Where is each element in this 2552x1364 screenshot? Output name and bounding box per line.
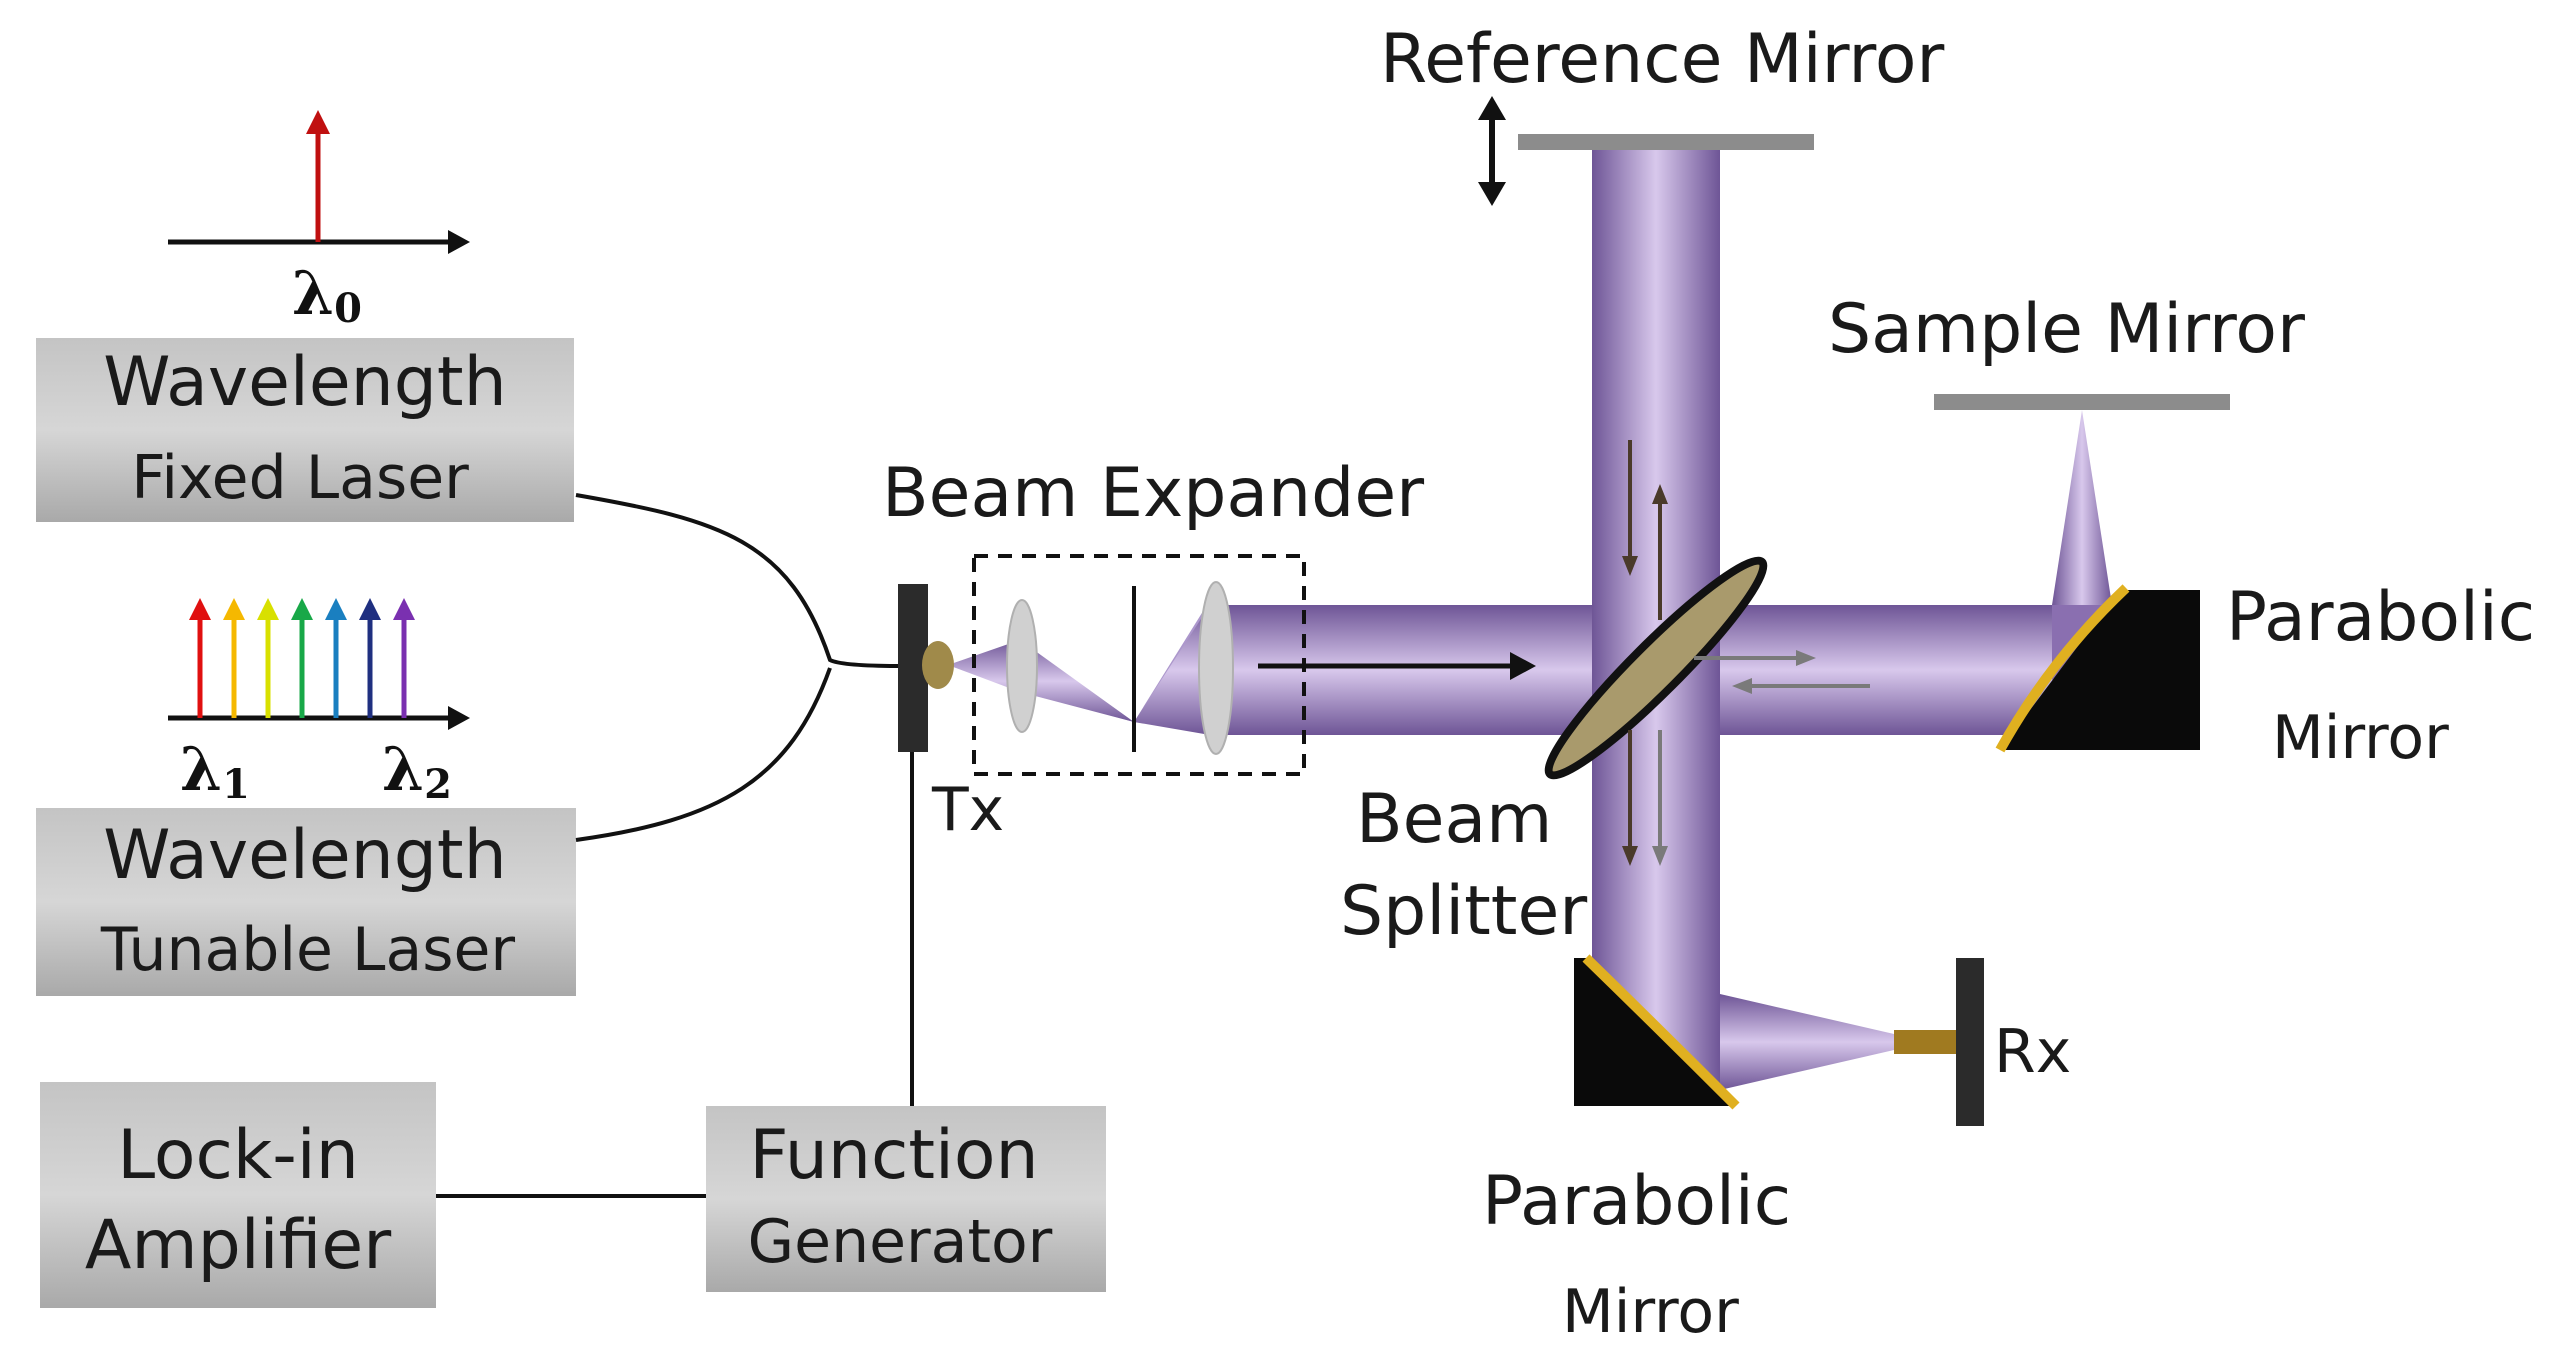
beam-splitter-line2: Splitter — [1340, 872, 1587, 951]
parabolic-bottom-line1: Parabolic — [1482, 1162, 1791, 1241]
parabolic-right-line1: Parabolic — [2226, 578, 2535, 657]
beams — [948, 144, 2112, 1094]
tunable-wavelength-arrowhead — [257, 598, 279, 620]
fiber-from-fixed — [575, 493, 901, 668]
lambda-2-sub: 2 — [424, 761, 452, 808]
beam-expander-label: Beam Expander — [882, 454, 1424, 533]
function-generator-box: Function Generator — [706, 1106, 1106, 1292]
rx-label: Rx — [1994, 1017, 2071, 1087]
fixed-laser-line1: Wavelength — [103, 343, 506, 422]
expander-lens-2 — [1198, 581, 1234, 755]
tunable-spectrum: λ1 λ2 — [168, 598, 470, 808]
fiber-from-tunable — [575, 667, 832, 842]
tunable-laser-box: Wavelength Tunable Laser — [36, 808, 576, 996]
lambda-1-sub: 1 — [222, 761, 250, 808]
parabolic-bottom-line2: Mirror — [1562, 1277, 1739, 1347]
wiring — [436, 493, 914, 1198]
svg-text:λ2: λ2 — [382, 735, 452, 808]
beam-splitter-line1: Beam — [1356, 780, 1552, 859]
tunable-wavelength-arrowhead — [325, 598, 347, 620]
reference-mirror-label: Reference Mirror — [1380, 20, 1944, 99]
tunable-wavelength-arrowhead — [189, 598, 211, 620]
expander-lens-1 — [1006, 599, 1038, 733]
lambda-0-sub: 0 — [334, 285, 362, 332]
parabolic-right-line2: Mirror — [2272, 703, 2449, 773]
svg-text:λ1: λ1 — [180, 735, 250, 808]
fixed-laser-line2: Fixed Laser — [131, 443, 469, 513]
beam-direction-arrows — [1622, 440, 1870, 866]
lambda-1-symbol: λ — [180, 735, 222, 805]
parabolic-mirror-right: Parabolic Mirror — [1995, 578, 2535, 773]
beam-splitter: Beam Splitter — [1340, 556, 1768, 951]
tunable-wavelength-arrowhead — [223, 598, 245, 620]
svg-text:λ0: λ0 — [292, 259, 362, 332]
lockin-amplifier-box: Lock-in Amplifier — [40, 1082, 436, 1308]
function-gen-line2: Generator — [748, 1207, 1053, 1277]
function-gen-line1: Function — [749, 1116, 1038, 1195]
lambda-0-symbol: λ — [292, 259, 334, 329]
fixed-laser-box: Wavelength Fixed Laser — [36, 338, 574, 522]
tx-label: Tx — [931, 775, 1004, 845]
sample-mirror: Sample Mirror — [1828, 290, 2305, 410]
tunable-laser-line2: Tunable Laser — [100, 915, 515, 985]
sample-mirror-label: Sample Mirror — [1828, 290, 2305, 369]
lambda-2-symbol: λ — [382, 735, 424, 805]
parabolic-mirror-bottom: Parabolic Mirror — [1482, 954, 1791, 1347]
lockin-line2: Amplifier — [85, 1206, 391, 1285]
tunable-wavelength-lines — [189, 598, 415, 718]
receiver: Rx — [1894, 958, 2071, 1126]
beam-expander: Beam Expander — [882, 454, 1424, 776]
reference-mirror: Reference Mirror — [1380, 20, 1944, 206]
tunable-wavelength-arrowhead — [393, 598, 415, 620]
tunable-wavelength-arrowhead — [291, 598, 313, 620]
tunable-laser-line1: Wavelength — [103, 816, 506, 895]
lockin-line1: Lock-in — [117, 1116, 359, 1195]
transmitter: Tx — [898, 584, 1004, 845]
tunable-wavelength-arrowhead — [359, 598, 381, 620]
fixed-spectrum: λ0 — [168, 110, 470, 332]
